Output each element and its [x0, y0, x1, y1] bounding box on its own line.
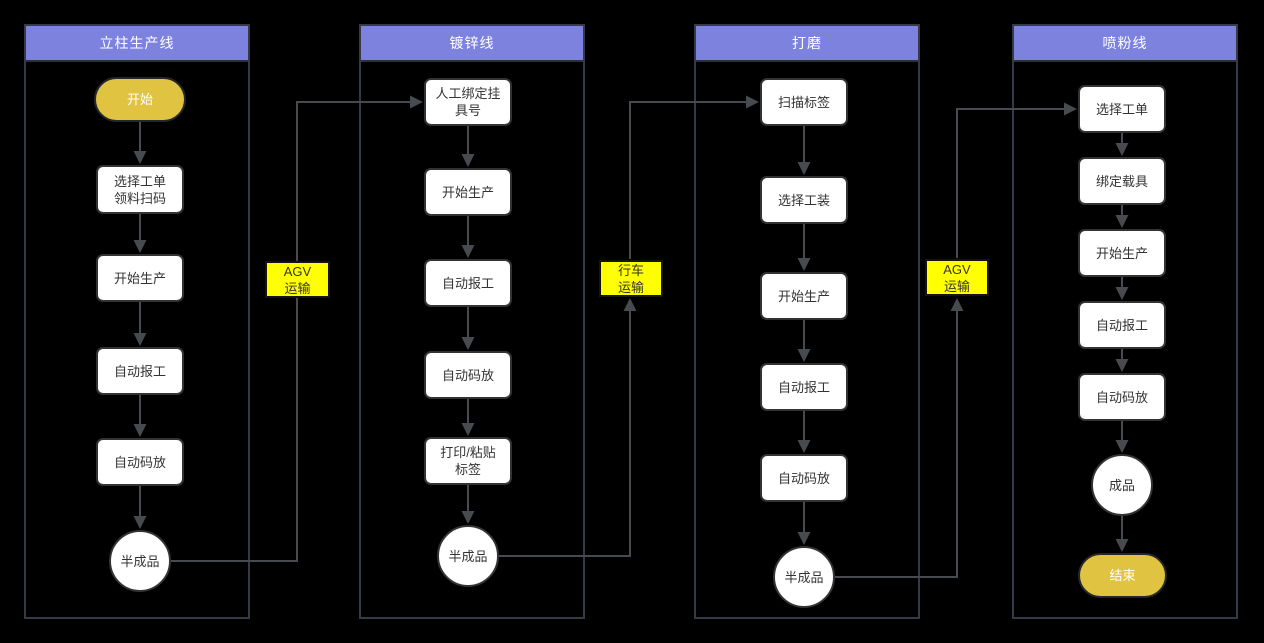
node-l1-auto-report[interactable]: 自动报工	[96, 347, 184, 395]
lane-header-pillar-production-line: 立柱生产线	[26, 26, 248, 62]
node-l3-auto-report[interactable]: 自动报工	[760, 363, 848, 411]
transport-label-agv-1[interactable]: AGV 运输	[265, 261, 330, 298]
node-manual-bind-hanger[interactable]: 人工绑定挂 具号	[424, 78, 512, 126]
lane-header-grinding: 打磨	[696, 26, 918, 62]
lane-title: 立柱生产线	[99, 35, 175, 51]
node-select-tooling[interactable]: 选择工装	[760, 176, 848, 224]
node-finished-product[interactable]: 成品	[1091, 454, 1153, 516]
node-l4-auto-stack[interactable]: 自动码放	[1078, 373, 1166, 421]
node-bind-carrier[interactable]: 绑定载具	[1078, 157, 1166, 205]
node-print-paste-label[interactable]: 打印/粘贴 标签	[424, 437, 512, 485]
node-l1-semi-finished[interactable]: 半成品	[109, 530, 171, 592]
node-scan-label[interactable]: 扫描标签	[760, 78, 848, 126]
lane-title: 镀锌线	[449, 35, 495, 51]
node-l3-start-production[interactable]: 开始生产	[760, 272, 848, 320]
node-l3-semi-finished[interactable]: 半成品	[773, 546, 835, 608]
node-l1-start-production[interactable]: 开始生产	[96, 254, 184, 302]
node-l1-auto-stack[interactable]: 自动码放	[96, 438, 184, 486]
node-l4-auto-report[interactable]: 自动报工	[1078, 301, 1166, 349]
node-select-work-order-pick-scan[interactable]: 选择工单 领料扫码	[96, 165, 184, 214]
node-l4-select-work-order[interactable]: 选择工单	[1078, 85, 1166, 133]
node-start[interactable]: 开始	[94, 77, 186, 122]
lane-header-powder-coating-line: 喷粉线	[1014, 26, 1236, 62]
node-l2-auto-report[interactable]: 自动报工	[424, 259, 512, 307]
node-l3-auto-stack[interactable]: 自动码放	[760, 454, 848, 502]
node-l4-start-production[interactable]: 开始生产	[1078, 229, 1166, 277]
node-l2-semi-finished[interactable]: 半成品	[437, 525, 499, 587]
transport-label-crane[interactable]: 行车 运输	[599, 260, 663, 297]
lane-header-galvanizing-line: 镀锌线	[361, 26, 583, 62]
node-end[interactable]: 结束	[1078, 553, 1167, 598]
lane-title: 喷粉线	[1102, 35, 1148, 51]
node-l2-auto-stack[interactable]: 自动码放	[424, 351, 512, 399]
transport-label-agv-2[interactable]: AGV 运输	[925, 259, 989, 296]
node-l2-start-production[interactable]: 开始生产	[424, 168, 512, 216]
lane-title: 打磨	[792, 35, 822, 51]
